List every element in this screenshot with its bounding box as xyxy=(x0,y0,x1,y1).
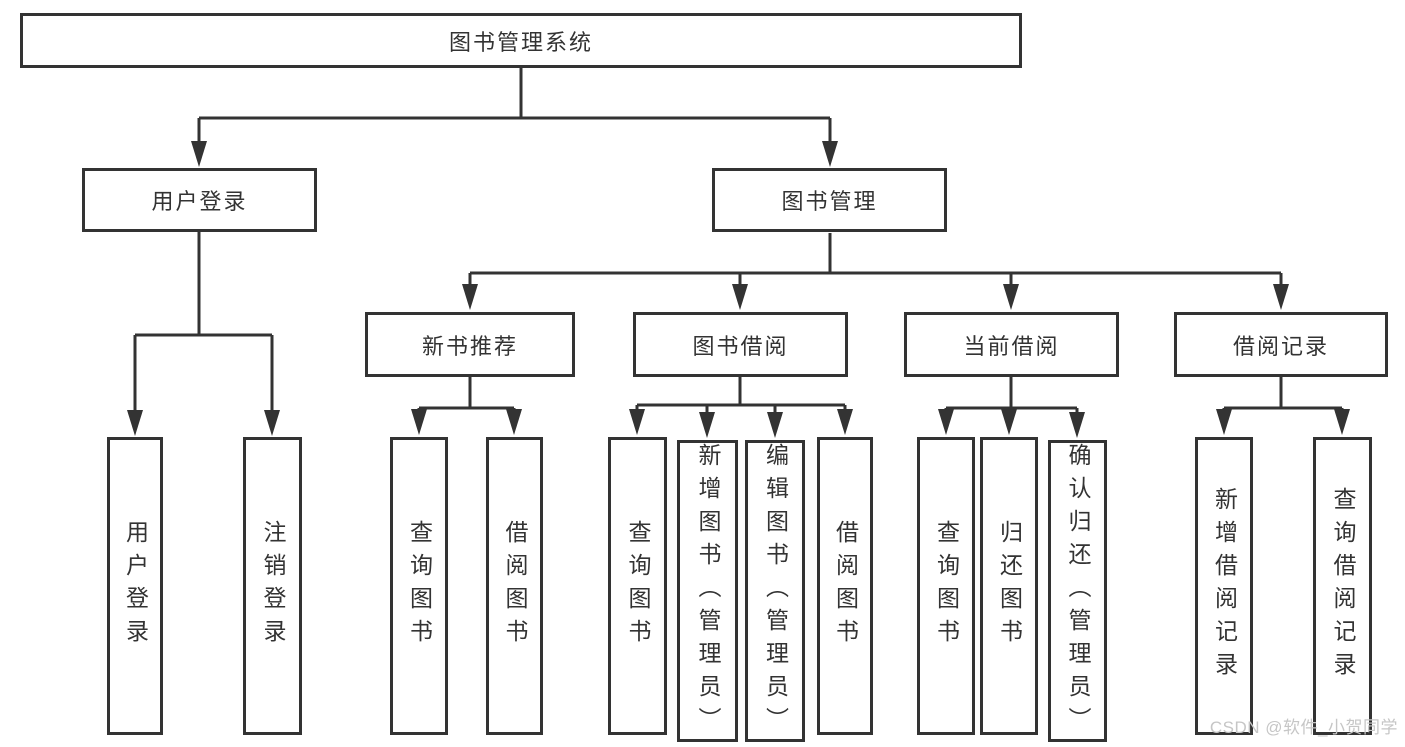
node-user-login: 用户登录 xyxy=(82,168,317,232)
leaf-confirm-return-admin: 确认归还（管理员） xyxy=(1048,440,1107,742)
node-new-book-recommend-label: 新书推荐 xyxy=(421,333,518,359)
leaf-return-book: 归还图书 xyxy=(980,437,1038,735)
leaf-borrow-books-recommend-label: 借阅图书 xyxy=(502,520,528,652)
leaf-borrow-books: 借阅图书 xyxy=(817,437,873,735)
leaf-borrow-books-label: 借阅图书 xyxy=(832,520,859,652)
node-new-book-recommend: 新书推荐 xyxy=(365,312,575,377)
node-current-borrow: 当前借阅 xyxy=(904,312,1119,377)
node-book-management-label: 图书管理 xyxy=(781,189,878,214)
node-borrow-records-label: 借阅记录 xyxy=(1232,333,1329,359)
leaf-query-books-borrow-label: 查询图书 xyxy=(625,520,651,652)
leaf-user-login: 用户登录 xyxy=(107,437,163,735)
node-book-borrow: 图书借阅 xyxy=(633,312,848,377)
leaf-query-borrow-record-label: 查询借阅记录 xyxy=(1330,487,1356,685)
leaf-query-borrow-record: 查询借阅记录 xyxy=(1313,437,1372,735)
node-user-login-label: 用户登录 xyxy=(151,189,248,214)
leaf-user-login-label: 用户登录 xyxy=(122,520,149,652)
leaf-query-books-current: 查询图书 xyxy=(917,437,975,735)
leaf-query-books-recommend: 查询图书 xyxy=(390,437,448,735)
leaf-add-borrow-record: 新增借阅记录 xyxy=(1195,437,1253,735)
node-borrow-records: 借阅记录 xyxy=(1174,312,1388,377)
leaf-query-books-current-label: 查询图书 xyxy=(933,520,960,652)
leaf-query-books-recommend-label: 查询图书 xyxy=(406,520,433,652)
leaf-query-books-borrow: 查询图书 xyxy=(608,437,667,735)
node-book-management: 图书管理 xyxy=(712,168,947,232)
watermark: CSDN @软件_小贺同学 xyxy=(1209,718,1398,737)
leaf-logout-label: 注销登录 xyxy=(260,520,286,652)
node-library-system: 图书管理系统 xyxy=(20,13,1022,68)
node-library-system-label: 图书管理系统 xyxy=(448,29,593,55)
leaf-add-book-admin: 新增图书（管理员） xyxy=(677,440,738,742)
leaf-add-book-admin-label: 新增图书（管理员） xyxy=(695,442,721,740)
node-book-borrow-label: 图书借阅 xyxy=(692,333,789,359)
leaf-return-book-label: 归还图书 xyxy=(996,520,1023,652)
leaf-edit-book-admin-label: 编辑图书（管理员） xyxy=(762,442,789,740)
leaf-edit-book-admin: 编辑图书（管理员） xyxy=(745,440,805,742)
leaf-confirm-return-admin-label: 确认归还（管理员） xyxy=(1065,442,1091,740)
leaf-logout: 注销登录 xyxy=(243,437,302,735)
node-current-borrow-label: 当前借阅 xyxy=(963,333,1060,359)
leaf-borrow-books-recommend: 借阅图书 xyxy=(486,437,543,735)
leaf-add-borrow-record-label: 新增借阅记录 xyxy=(1211,487,1238,685)
